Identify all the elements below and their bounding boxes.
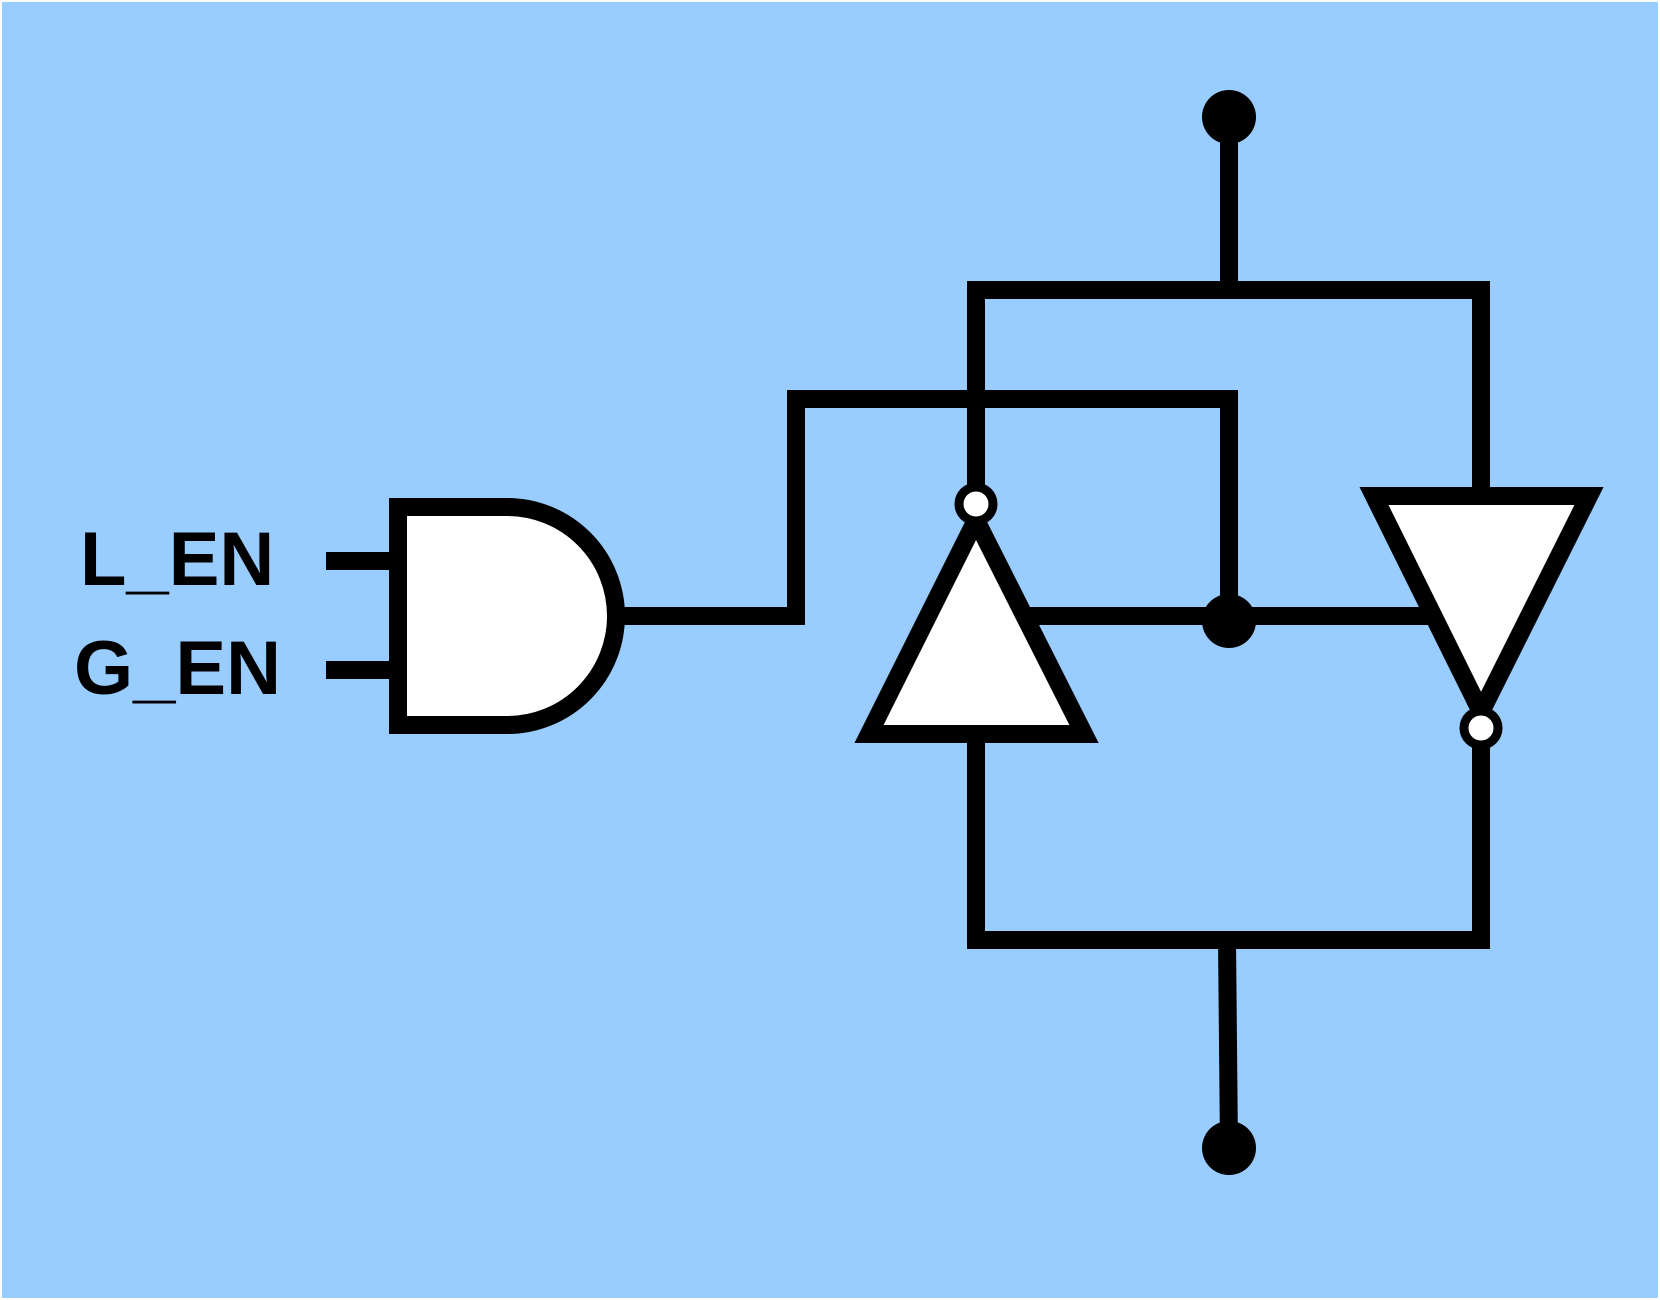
label-l-en: L_EN — [80, 517, 274, 602]
and-gate-icon — [389, 498, 625, 734]
inverter-output-bubble-icon — [1459, 706, 1503, 750]
wire-bottom-terminal — [1218, 939, 1238, 1149]
buffer-enable-bubble-icon — [954, 482, 998, 526]
bottom-terminal-dot-icon — [1202, 1121, 1256, 1175]
tristate-buffer-icon — [854, 499, 1099, 743]
wire-and-output — [616, 390, 1238, 625]
junction-dot-icon — [1202, 594, 1256, 648]
wire-top-bus — [967, 281, 1490, 500]
label-g-en: G_EN — [74, 626, 281, 711]
tristate-inverter-icon — [1359, 487, 1604, 733]
top-terminal-dot-icon — [1202, 90, 1256, 144]
